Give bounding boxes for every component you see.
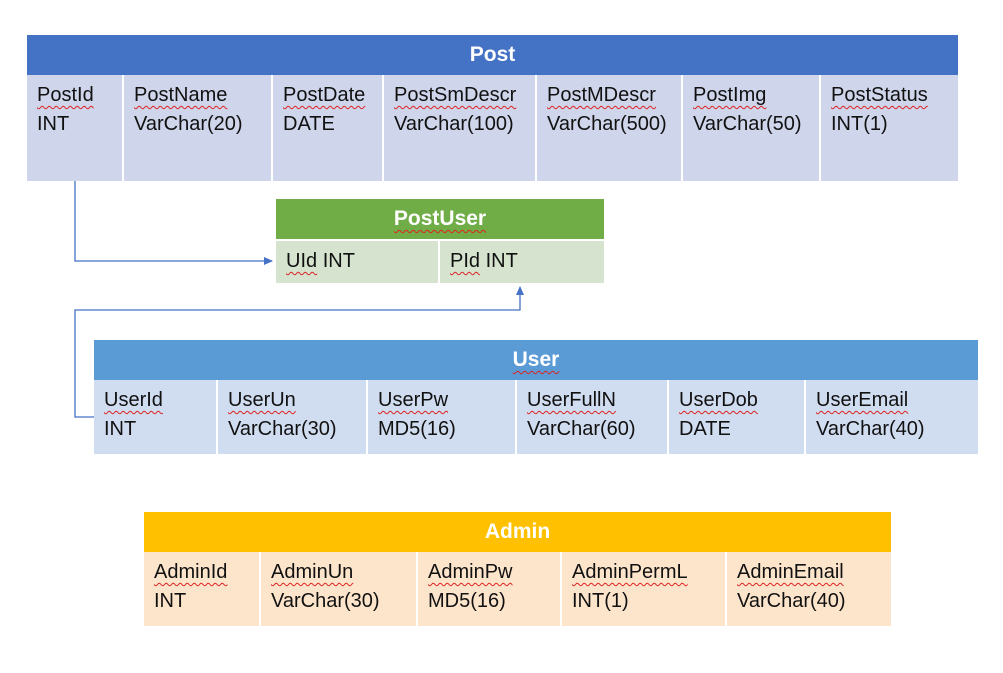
connector-postid-to-uid bbox=[74, 142, 273, 265]
column-type: INT bbox=[37, 113, 70, 135]
column-userdob: UserDob DATE bbox=[669, 380, 806, 454]
column-postmdescr: PostMDescr VarChar(500) bbox=[537, 75, 683, 181]
column-adminemail: AdminEmail VarChar(40) bbox=[727, 552, 891, 626]
column-name: PostImg bbox=[693, 84, 767, 106]
table-postuser-columns: UId INT PId INT bbox=[276, 239, 604, 283]
column-name: UserPw bbox=[378, 389, 449, 411]
table-user: User UserId INT UserUn VarChar(30) UserP… bbox=[94, 340, 978, 454]
column-name: UserUn bbox=[228, 389, 296, 411]
column-userun: UserUn VarChar(30) bbox=[218, 380, 368, 454]
column-adminun: AdminUn VarChar(30) bbox=[261, 552, 418, 626]
column-type: VarChar(20) bbox=[134, 113, 243, 135]
column-type: INT bbox=[104, 418, 137, 440]
column-type: INT(1) bbox=[831, 113, 888, 135]
column-type: VarChar(100) bbox=[394, 113, 514, 135]
table-postuser: PostUser UId INT PId INT bbox=[276, 199, 604, 283]
column-name: PostName bbox=[134, 84, 228, 106]
column-type: DATE bbox=[283, 113, 335, 135]
column-name: UId bbox=[286, 250, 318, 272]
table-user-title: User bbox=[512, 348, 560, 371]
column-type: VarChar(30) bbox=[228, 418, 337, 440]
column-name: AdminUn bbox=[271, 561, 354, 583]
column-type: MD5(16) bbox=[428, 590, 506, 612]
column-poststatus: PostStatus INT(1) bbox=[821, 75, 958, 181]
column-type: VarChar(50) bbox=[693, 113, 802, 135]
column-name: PostDate bbox=[283, 84, 366, 106]
table-post-columns: PostId INT PostName VarChar(20) PostDate… bbox=[27, 75, 958, 181]
column-type: INT bbox=[322, 250, 355, 272]
column-name: AdminPw bbox=[428, 561, 513, 583]
column-type: MD5(16) bbox=[378, 418, 456, 440]
table-postuser-header-bar: PostUser bbox=[276, 199, 604, 239]
column-name: UserDob bbox=[679, 389, 758, 411]
column-useremail: UserEmail VarChar(40) bbox=[806, 380, 978, 454]
column-postsmdescr: PostSmDescr VarChar(100) bbox=[384, 75, 537, 181]
column-type: DATE bbox=[679, 418, 731, 440]
column-type: INT(1) bbox=[572, 590, 629, 612]
column-type: VarChar(30) bbox=[271, 590, 380, 612]
column-adminid: AdminId INT bbox=[144, 552, 261, 626]
column-type: VarChar(500) bbox=[547, 113, 667, 135]
column-type: VarChar(40) bbox=[816, 418, 925, 440]
table-admin-columns: AdminId INT AdminUn VarChar(30) AdminPw … bbox=[144, 552, 891, 626]
connector-userid-to-pid bbox=[74, 286, 524, 418]
column-type: INT bbox=[154, 590, 187, 612]
column-postimg: PostImg VarChar(50) bbox=[683, 75, 821, 181]
column-name: UserId bbox=[104, 389, 163, 411]
table-post: Post PostId INT PostName VarChar(20) Pos… bbox=[27, 35, 958, 181]
column-postid: PostId INT bbox=[27, 75, 124, 181]
column-userid: UserId INT bbox=[94, 380, 218, 454]
column-name: PostMDescr bbox=[547, 84, 656, 106]
column-name: PostStatus bbox=[831, 84, 928, 106]
table-post-title: Post bbox=[27, 35, 958, 75]
table-postuser-title: PostUser bbox=[393, 207, 487, 230]
column-name: PostId bbox=[37, 84, 94, 106]
table-admin: Admin AdminId INT AdminUn VarChar(30) Ad… bbox=[144, 512, 891, 626]
table-user-header-bar: User bbox=[94, 340, 978, 380]
column-type: INT bbox=[485, 250, 518, 272]
column-name: UserFullN bbox=[527, 389, 616, 411]
column-pid: PId INT bbox=[440, 241, 604, 283]
column-postname: PostName VarChar(20) bbox=[124, 75, 273, 181]
column-name: AdminId bbox=[154, 561, 228, 583]
column-adminperml: AdminPermL INT(1) bbox=[562, 552, 727, 626]
column-name: UserEmail bbox=[816, 389, 909, 411]
column-adminpw: AdminPw MD5(16) bbox=[418, 552, 562, 626]
column-uid: UId INT bbox=[276, 241, 440, 283]
column-userpw: UserPw MD5(16) bbox=[368, 380, 517, 454]
column-postdate: PostDate DATE bbox=[273, 75, 384, 181]
column-name: PostSmDescr bbox=[394, 84, 517, 106]
column-name: AdminPermL bbox=[572, 561, 688, 583]
column-userfulln: UserFullN VarChar(60) bbox=[517, 380, 669, 454]
column-name: AdminEmail bbox=[737, 561, 844, 583]
column-type: VarChar(40) bbox=[737, 590, 846, 612]
column-name: PId bbox=[450, 250, 481, 272]
table-user-columns: UserId INT UserUn VarChar(30) UserPw MD5… bbox=[94, 380, 978, 454]
column-type: VarChar(60) bbox=[527, 418, 636, 440]
table-admin-title: Admin bbox=[144, 512, 891, 552]
